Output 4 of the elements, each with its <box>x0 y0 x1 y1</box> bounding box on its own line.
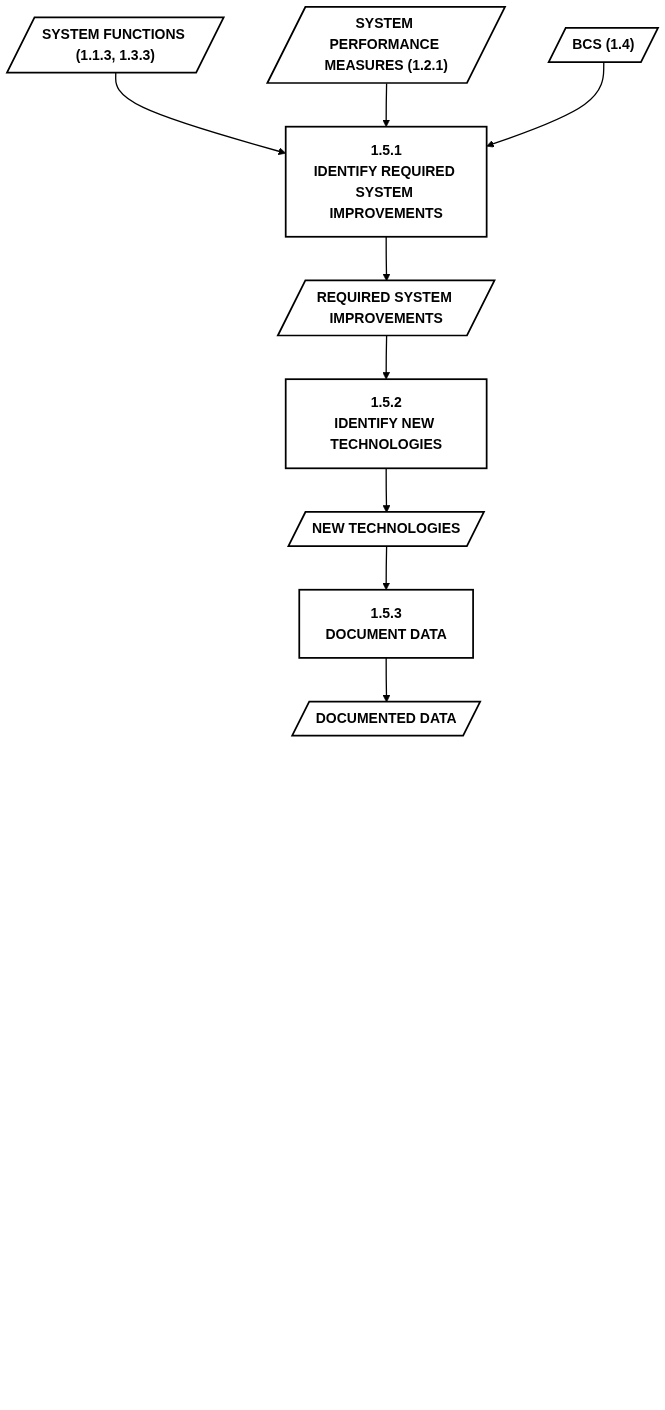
node-box: 1.5.1 IDENTIFY REQUIRED SYSTEM IMPROVEMENTS <box>284 125 488 238</box>
arrow <box>382 335 390 380</box>
node-box: 1.5.3 DOCUMENT DATA <box>298 588 474 659</box>
node-box: 1.5.2 IDENTIFY NEW TECHNOLOGIES <box>284 378 488 470</box>
